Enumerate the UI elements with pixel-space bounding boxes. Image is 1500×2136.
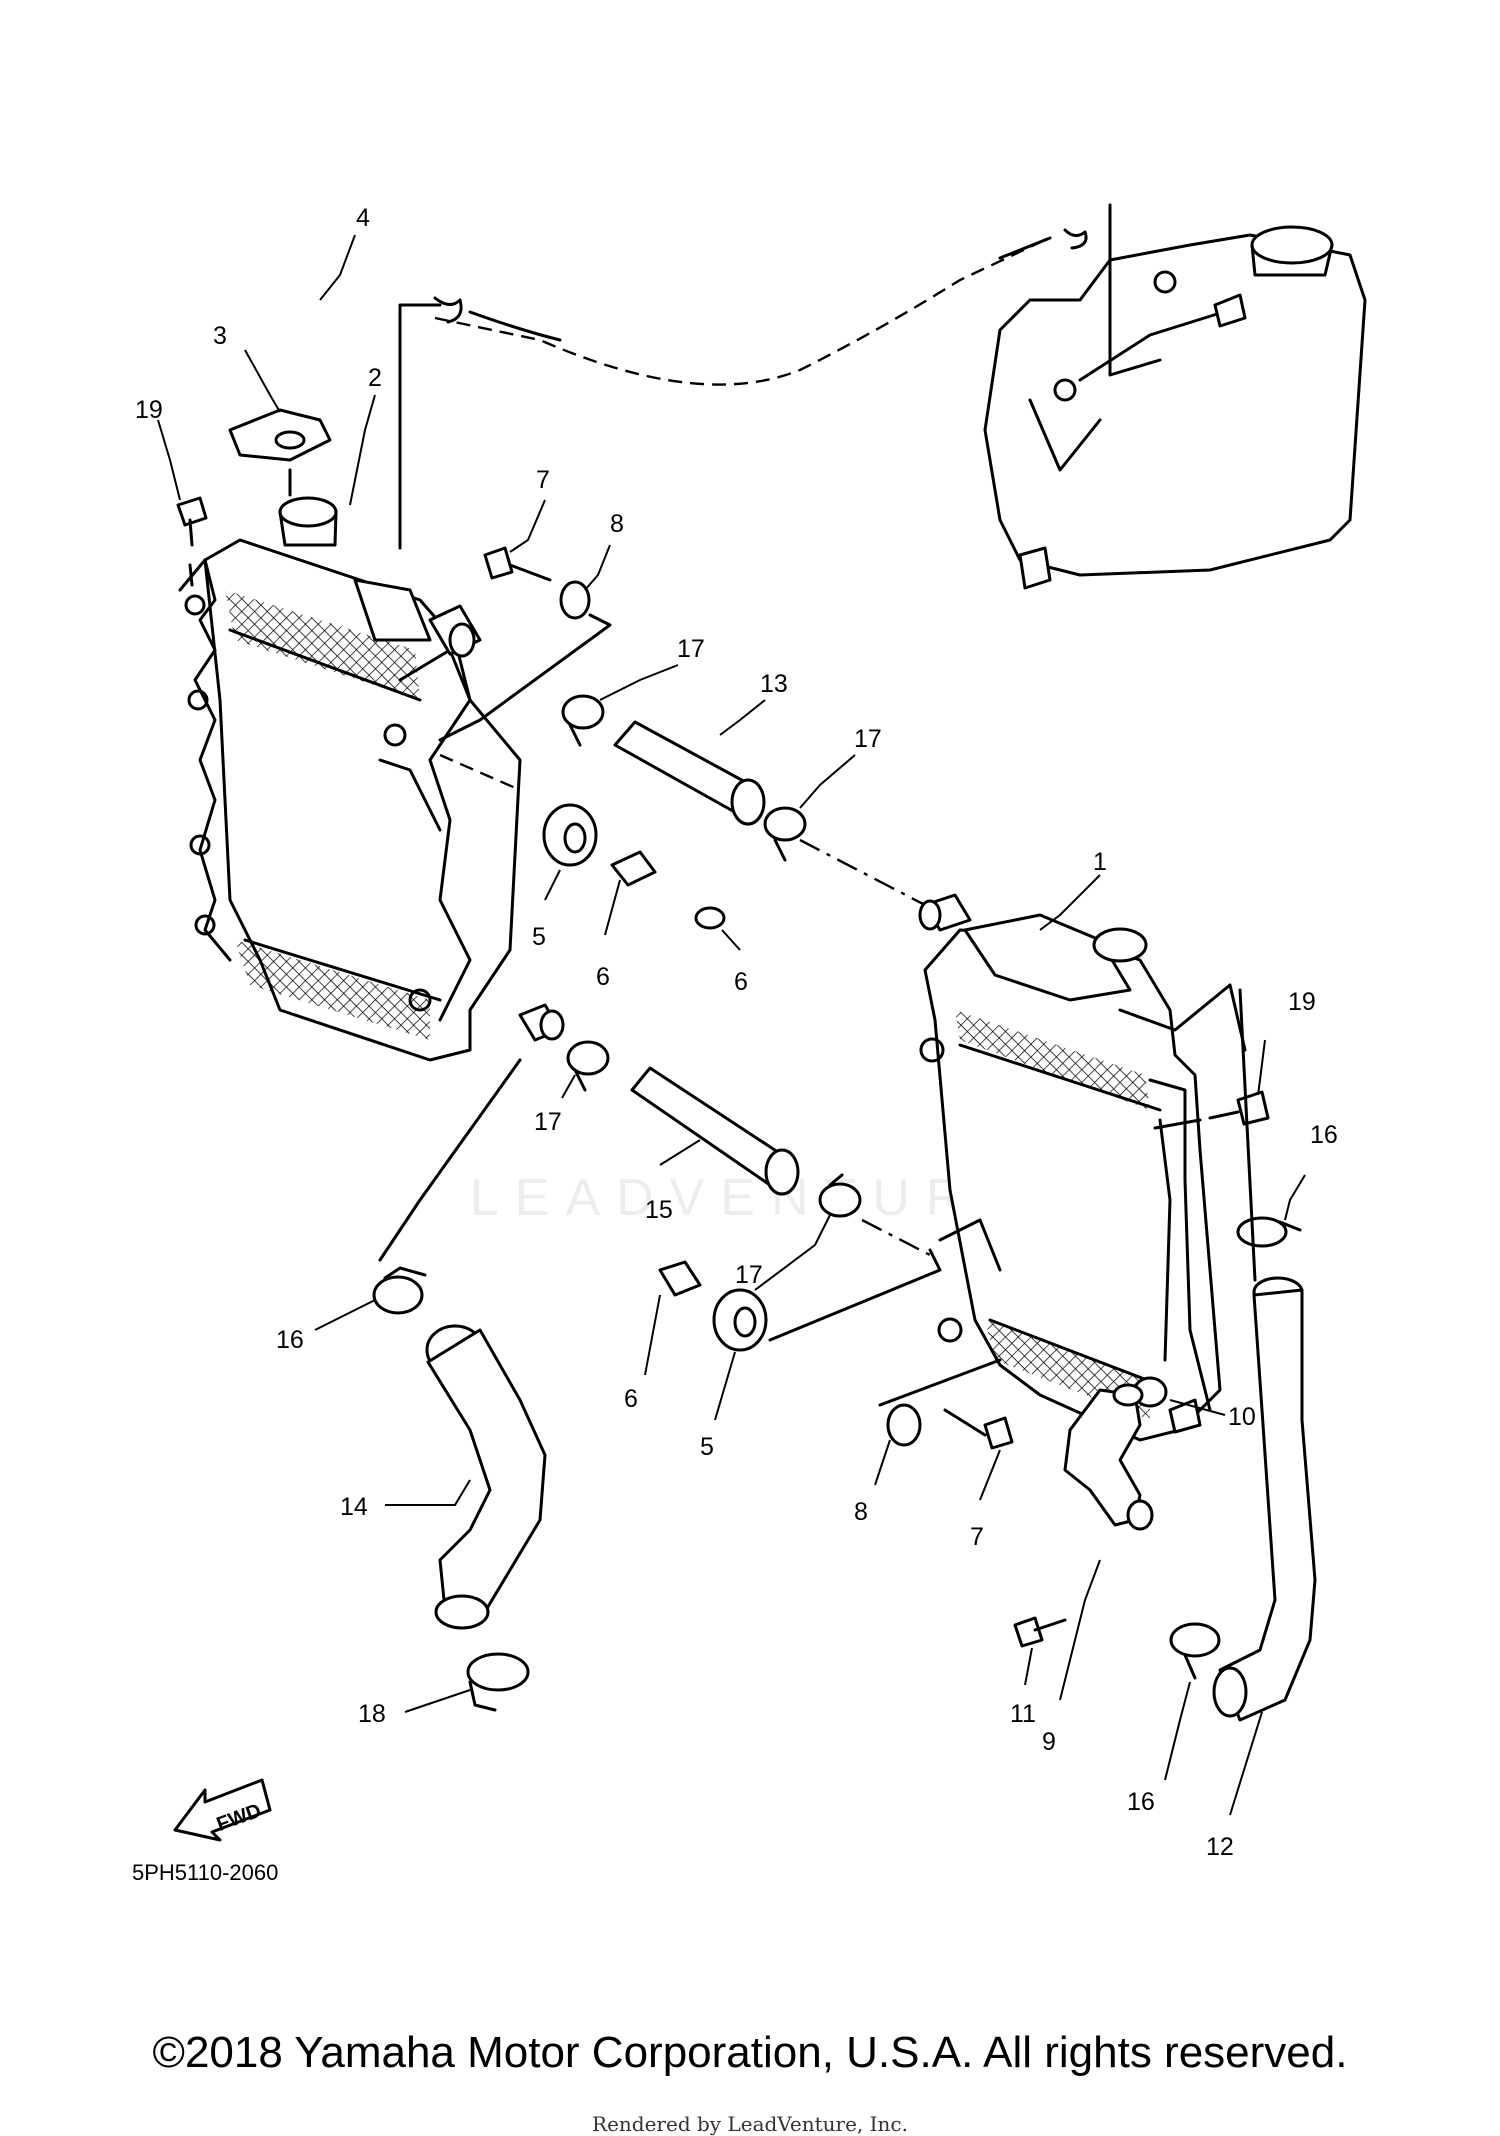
fwd-arrow-icon: FWD <box>173 1778 272 1842</box>
diagram-code: 5PH5110-2060 <box>132 1860 279 1885</box>
rendered-by-text: Rendered by LeadVenture, Inc. <box>592 2112 908 2136</box>
leadventure-watermark: LEADVENTURE <box>469 1169 1031 1227</box>
copyright-footer: ©2018 Yamaha Motor Corporation, U.S.A. A… <box>152 2028 1348 2077</box>
bolt-11 <box>1013 1616 1067 1648</box>
bolt-7-upper <box>483 546 552 582</box>
right-radiator <box>918 893 1222 1442</box>
left-radiator <box>178 496 565 1062</box>
clamp-16-right-upper <box>1236 1216 1302 1248</box>
clamp-17-lower-right <box>818 1173 862 1218</box>
washer-6-mid <box>694 906 726 930</box>
joint-9 <box>1063 1383 1154 1531</box>
overflow-pipe-leader <box>398 203 1162 550</box>
overflow-hose-top <box>468 236 1052 342</box>
callout-9: 9 <box>1042 1728 1056 1756</box>
callout-6-upper: 6 <box>596 963 610 991</box>
hose-13 <box>613 720 766 826</box>
collar-6-upper <box>610 850 657 887</box>
overflow-hose <box>434 238 1046 386</box>
callout-2: 2 <box>368 364 382 392</box>
leader-lines <box>157 234 1306 1816</box>
clamp-16-right-lower <box>1169 1622 1221 1680</box>
callout-16-left: 16 <box>276 1326 304 1354</box>
clamp-17-mid <box>763 806 807 862</box>
clamp-17-lower-left <box>566 1040 610 1092</box>
grommet-5-upper <box>542 803 598 867</box>
callout-8-lower: 8 <box>854 1498 868 1526</box>
coolant-hose-12 <box>1212 1276 1317 1722</box>
hose-clip-4 <box>433 296 463 324</box>
washer-8-upper <box>559 580 591 620</box>
callout-1: 1 <box>1093 848 1107 876</box>
coolant-hose-14 <box>425 1324 547 1630</box>
callout-3: 3 <box>213 322 227 350</box>
reservoir-tank <box>983 225 1367 590</box>
clamp-16-left <box>372 1266 427 1315</box>
clamp-18 <box>466 1652 530 1712</box>
callout-5-upper: 5 <box>532 923 546 951</box>
callout-10: 10 <box>1228 1403 1256 1431</box>
washer-8-lower <box>886 1403 922 1447</box>
callout-16-right-upper: 16 <box>1310 1121 1338 1149</box>
callout-6-mid: 6 <box>734 968 748 996</box>
radiator-cap <box>228 408 332 497</box>
callout-12: 12 <box>1206 1833 1234 1861</box>
callout-19-left: 19 <box>135 396 163 424</box>
callout-17-lower-left: 17 <box>534 1108 562 1136</box>
bolt-19-left <box>176 496 208 587</box>
callout-17-mid: 17 <box>854 725 882 753</box>
callout-17-lower-right: 17 <box>735 1261 763 1289</box>
callout-17-upper: 17 <box>677 635 705 663</box>
callout-7-upper: 7 <box>536 466 550 494</box>
callout-11: 11 <box>1010 1700 1036 1728</box>
callout-19-right: 19 <box>1288 988 1316 1016</box>
callout-16-right-lower: 16 <box>1127 1788 1155 1816</box>
callout-8-upper: 8 <box>610 510 624 538</box>
callout-6-lower: 6 <box>624 1385 638 1413</box>
callout-labels: 4 3 2 19 7 8 17 13 17 1 5 6 6 19 17 16 1… <box>135 204 1338 1861</box>
bolt-7-lower <box>943 1408 1014 1450</box>
hose-15 <box>630 1066 800 1196</box>
callout-7-lower: 7 <box>970 1523 984 1551</box>
callout-14: 14 <box>340 1493 368 1521</box>
callout-15: 15 <box>645 1196 673 1224</box>
callout-18: 18 <box>358 1700 386 1728</box>
callout-4: 4 <box>356 204 370 232</box>
clamp-17-upper <box>561 694 605 747</box>
callout-13: 13 <box>760 670 788 698</box>
callout-5-lower: 5 <box>700 1433 714 1461</box>
center-line-upper <box>799 838 926 907</box>
collar-6-lower <box>658 1260 702 1297</box>
grommet-5-lower <box>712 1288 768 1352</box>
